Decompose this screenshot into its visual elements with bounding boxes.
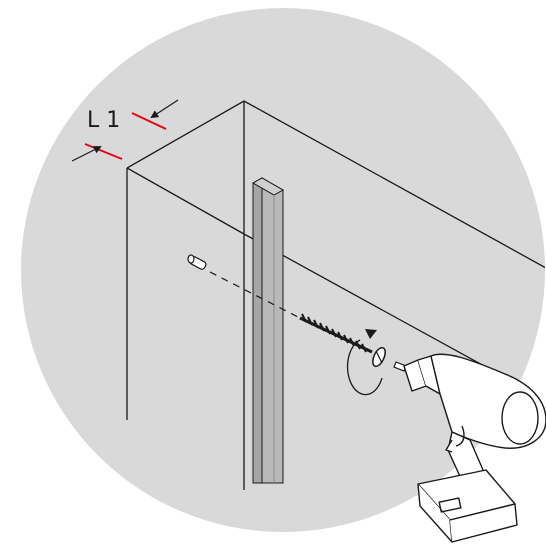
profile-front [261, 177, 284, 484]
dimension-red-mark-bottom [84, 143, 123, 160]
profile-side [252, 177, 263, 484]
dimension-label: L 1 [87, 108, 120, 133]
cordless-drill-icon [403, 353, 546, 543]
cabinet-group [126, 100, 545, 490]
dimension-l1: L 1 [71, 99, 179, 162]
dimension-arrow-bottom [71, 146, 102, 162]
alignment-dashed-line [209, 271, 301, 319]
clockwise-rotation-arrow-icon [346, 329, 383, 396]
wood-screw-icon [299, 313, 386, 368]
wall-plug-icon [187, 254, 207, 270]
u-profile [251, 177, 285, 484]
drill-bit [393, 361, 407, 372]
dimension-arrow-top [150, 99, 179, 119]
dimension-red-mark-top [131, 112, 167, 130]
profile-top [251, 177, 285, 196]
